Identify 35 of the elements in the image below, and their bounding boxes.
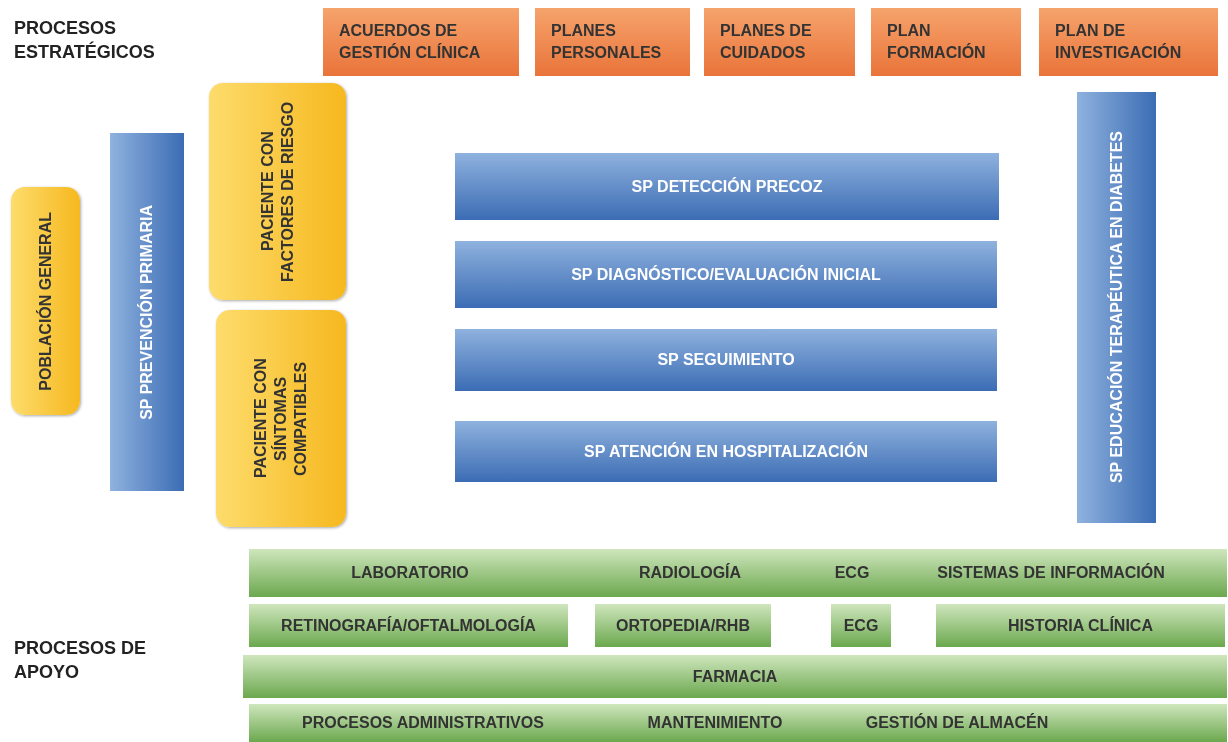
support-box: RETINOGRAFÍA/OFTALMOLOGÍA [249, 604, 568, 647]
box-label: POBLACIÓN GENERAL [35, 211, 55, 391]
subprocess-bar: SP DIAGNÓSTICO/EVALUACIÓN INICIAL [455, 241, 997, 308]
box-label: PACIENTE CON SÍNTOMAS COMPATIBLES [251, 357, 310, 481]
subprocess-bar [1077, 92, 1156, 523]
process-label: PROCESOS ADMINISTRATIVOS [302, 714, 544, 732]
subprocess-bar: SP ATENCIÓN EN HOSPITALIZACIÓN [455, 421, 997, 482]
process-label: RADIOLOGÍA [638, 564, 742, 582]
section-heading: PROCESOS ESTRATÉGICOS [14, 17, 156, 64]
process-label: ECG [834, 564, 870, 582]
support-box: HISTORIA CLÍNICA [936, 604, 1225, 647]
support-bar [249, 704, 1227, 742]
plan-box: PLANES DE CUIDADOS [704, 8, 855, 76]
subprocess-bar: SP DETECCIÓN PRECOZ [455, 153, 999, 220]
plan-box: PLAN DE INVESTIGACIÓN [1039, 8, 1218, 76]
box-label: SP PREVENCIÓN PRIMARIA [137, 204, 156, 420]
support-bar: FARMACIA [243, 655, 1227, 698]
section-heading: PROCESOS DE APOYO [14, 637, 148, 684]
subprocess-bar: SP SEGUIMIENTO [455, 329, 997, 391]
support-box: ORTOPEDIA/RHB [595, 604, 771, 647]
box-label: PACIENTE CON FACTORES DE RIESGO [257, 100, 297, 284]
process-label: SISTEMAS DE INFORMACIÓN [937, 564, 1165, 582]
process-label: MANTENIMIENTO [647, 714, 783, 732]
box-label: SP EDUCACIÓN TERAPÉUTICA EN DIABETES [1106, 131, 1126, 484]
support-bar [249, 549, 1227, 597]
population-box [11, 187, 80, 415]
subprocess-bar [110, 133, 184, 491]
process-label: GESTIÓN DE ALMACÉN [865, 714, 1049, 732]
plan-box: PLANES PERSONALES [535, 8, 690, 76]
patient-box [216, 310, 346, 527]
plan-box: PLAN FORMACIÓN [871, 8, 1021, 76]
patient-box [209, 83, 346, 300]
plan-box: ACUERDOS DE GESTIÓN CLÍNICA [323, 8, 519, 76]
process-label: LABORATORIO [351, 564, 469, 582]
support-box: ECG [831, 604, 891, 647]
